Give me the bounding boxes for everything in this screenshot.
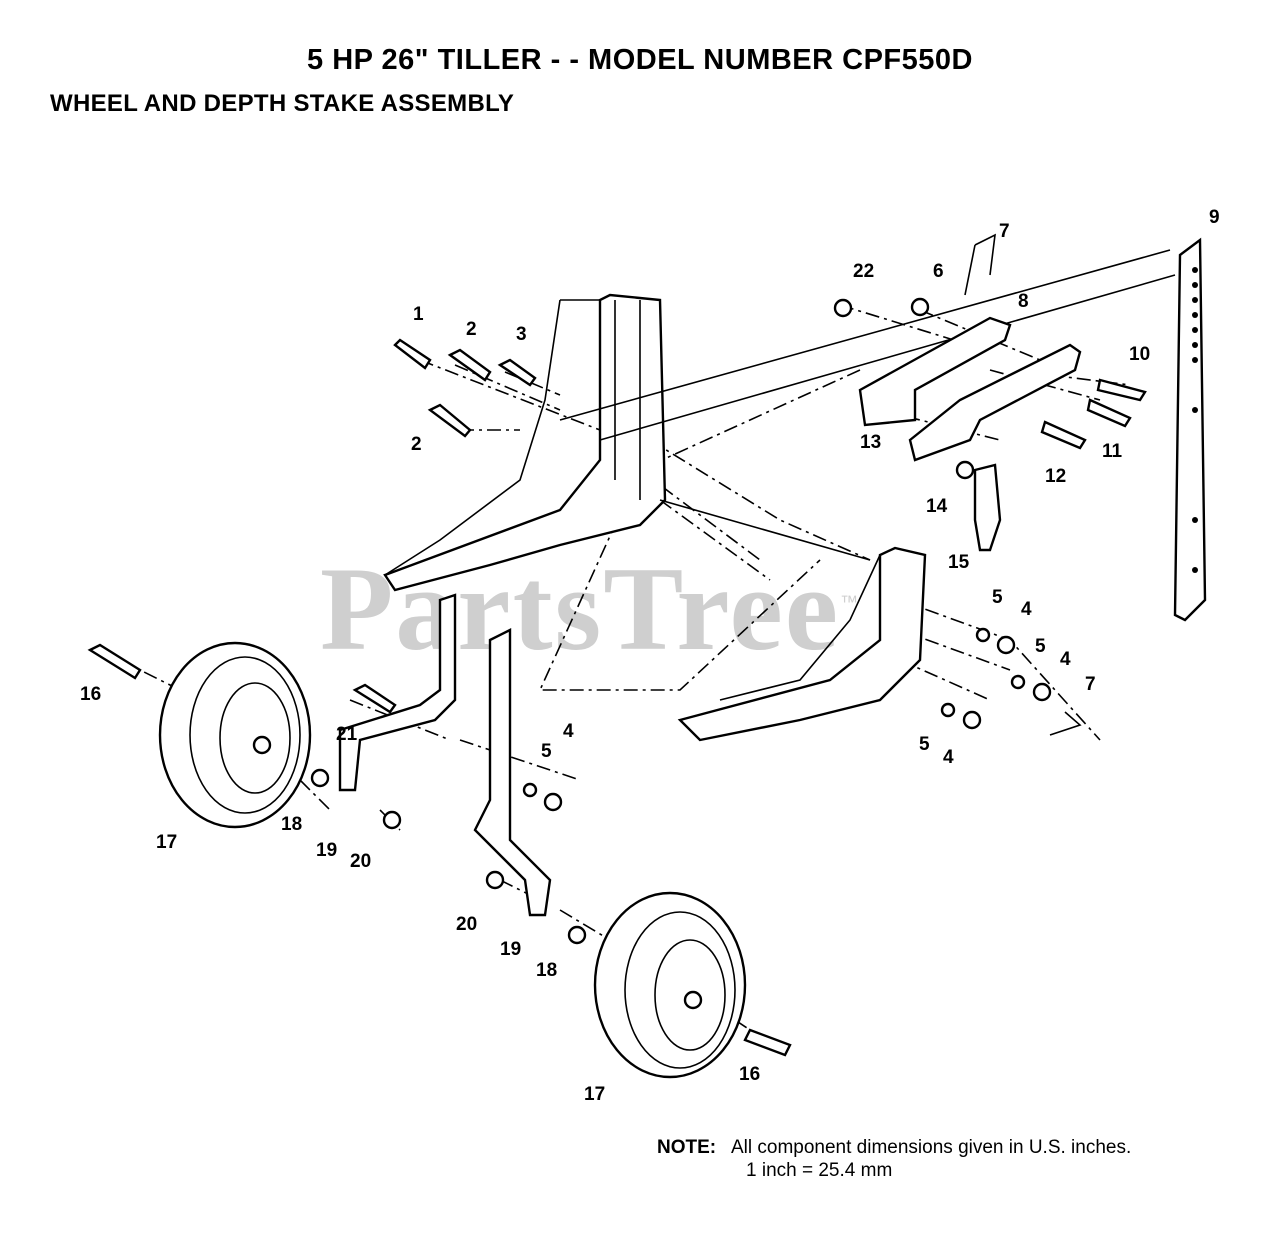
callout: 19 [316, 840, 337, 861]
callout: 20 [350, 851, 371, 872]
wheel-bracket-19-right [473, 628, 552, 917]
hardware [87, 233, 1147, 1057]
callout: 16 [739, 1064, 760, 1085]
callout: 12 [1045, 466, 1066, 487]
callout: 5 [992, 587, 1003, 608]
latch-15 [973, 463, 1002, 552]
depth-stake-9 [1173, 237, 1207, 622]
callout: 4 [1060, 649, 1071, 670]
wheel-17-left [158, 641, 312, 829]
callout: 18 [281, 814, 302, 835]
callout: 15 [948, 552, 970, 573]
left-frame-side [383, 293, 667, 592]
callout: 17 [156, 832, 177, 853]
note-label: NOTE: [657, 1137, 717, 1158]
callout: 4 [563, 721, 574, 742]
callout: 14 [926, 496, 948, 517]
callout: 16 [80, 684, 101, 705]
note-line-2: 1 inch = 25.4 mm [746, 1160, 893, 1181]
callout: 7 [999, 221, 1010, 242]
callout: 5 [1035, 636, 1046, 657]
callout: 22 [853, 261, 874, 282]
assembly-subtitle: WHEEL AND DEPTH STAKE ASSEMBLY [50, 90, 515, 117]
callout: 9 [1209, 207, 1220, 228]
callout: 3 [516, 324, 527, 345]
callout-labels: 1 2 2 3 4 4 4 4 5 5 5 5 6 7 7 8 9 10 11 … [80, 207, 1220, 1105]
page-title: 5 HP 26" TILLER - - MODEL NUMBER CPF550D [307, 44, 973, 76]
callout: 2 [411, 434, 422, 455]
watermark: PartsTree™ [320, 542, 860, 675]
callout: 21 [336, 724, 358, 745]
callout: 13 [860, 432, 881, 453]
right-frame-side [677, 546, 927, 742]
callout: 20 [456, 914, 477, 935]
callout: 11 [1102, 441, 1123, 462]
frame-beam [559, 249, 1176, 441]
callout: 1 [413, 304, 424, 325]
callout: 8 [1018, 291, 1029, 312]
callout: 17 [584, 1084, 605, 1105]
callout: 4 [943, 747, 954, 768]
bracket-8 [858, 316, 1012, 427]
callout: 5 [541, 741, 552, 762]
callout: 4 [1021, 599, 1032, 620]
callout: 2 [466, 319, 477, 340]
callout: 18 [536, 960, 557, 981]
note-line-1: All component dimensions given in U.S. i… [731, 1137, 1132, 1158]
spacer-14 [955, 460, 975, 480]
callout: 7 [1085, 674, 1096, 695]
wheel-bracket-19-left [338, 593, 457, 792]
callout: 5 [919, 734, 930, 755]
bracket-13 [908, 343, 1082, 462]
dimensions-note: NOTE: All component dimensions given in U… [657, 1136, 1131, 1182]
callout: 10 [1129, 344, 1150, 365]
callout: 6 [933, 261, 944, 282]
callout: 19 [500, 939, 521, 960]
wheel-17-right [593, 891, 747, 1079]
